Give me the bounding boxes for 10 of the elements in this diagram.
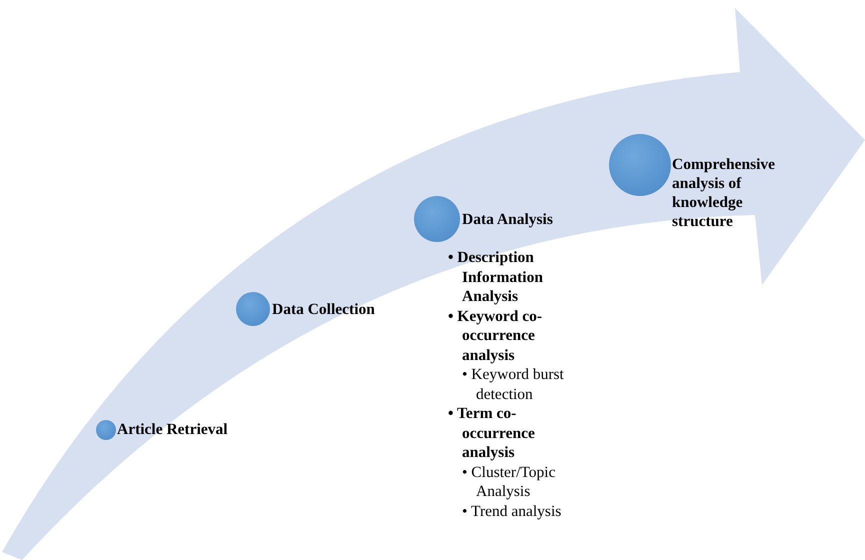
bullet-item: • Term co-occurrence analysis — [448, 404, 536, 462]
step-label: Data Collection — [272, 300, 376, 319]
step-label: Data Analysis — [462, 210, 554, 229]
sub-bullet-item: • Trend analysis — [462, 502, 562, 521]
bullet-item: • Description Information Analysis — [448, 248, 544, 306]
step-label: Article Retrieval — [117, 420, 229, 439]
step-label: Comprehensive analysis of knowledge structure — [672, 155, 776, 231]
sub-bullet-item: • Cluster/Topic Analysis — [462, 462, 556, 502]
sub-bullet-item: • Keyword burst detection — [462, 365, 565, 404]
bullet-item: • Keyword co-occurrence analysis — [448, 306, 544, 365]
